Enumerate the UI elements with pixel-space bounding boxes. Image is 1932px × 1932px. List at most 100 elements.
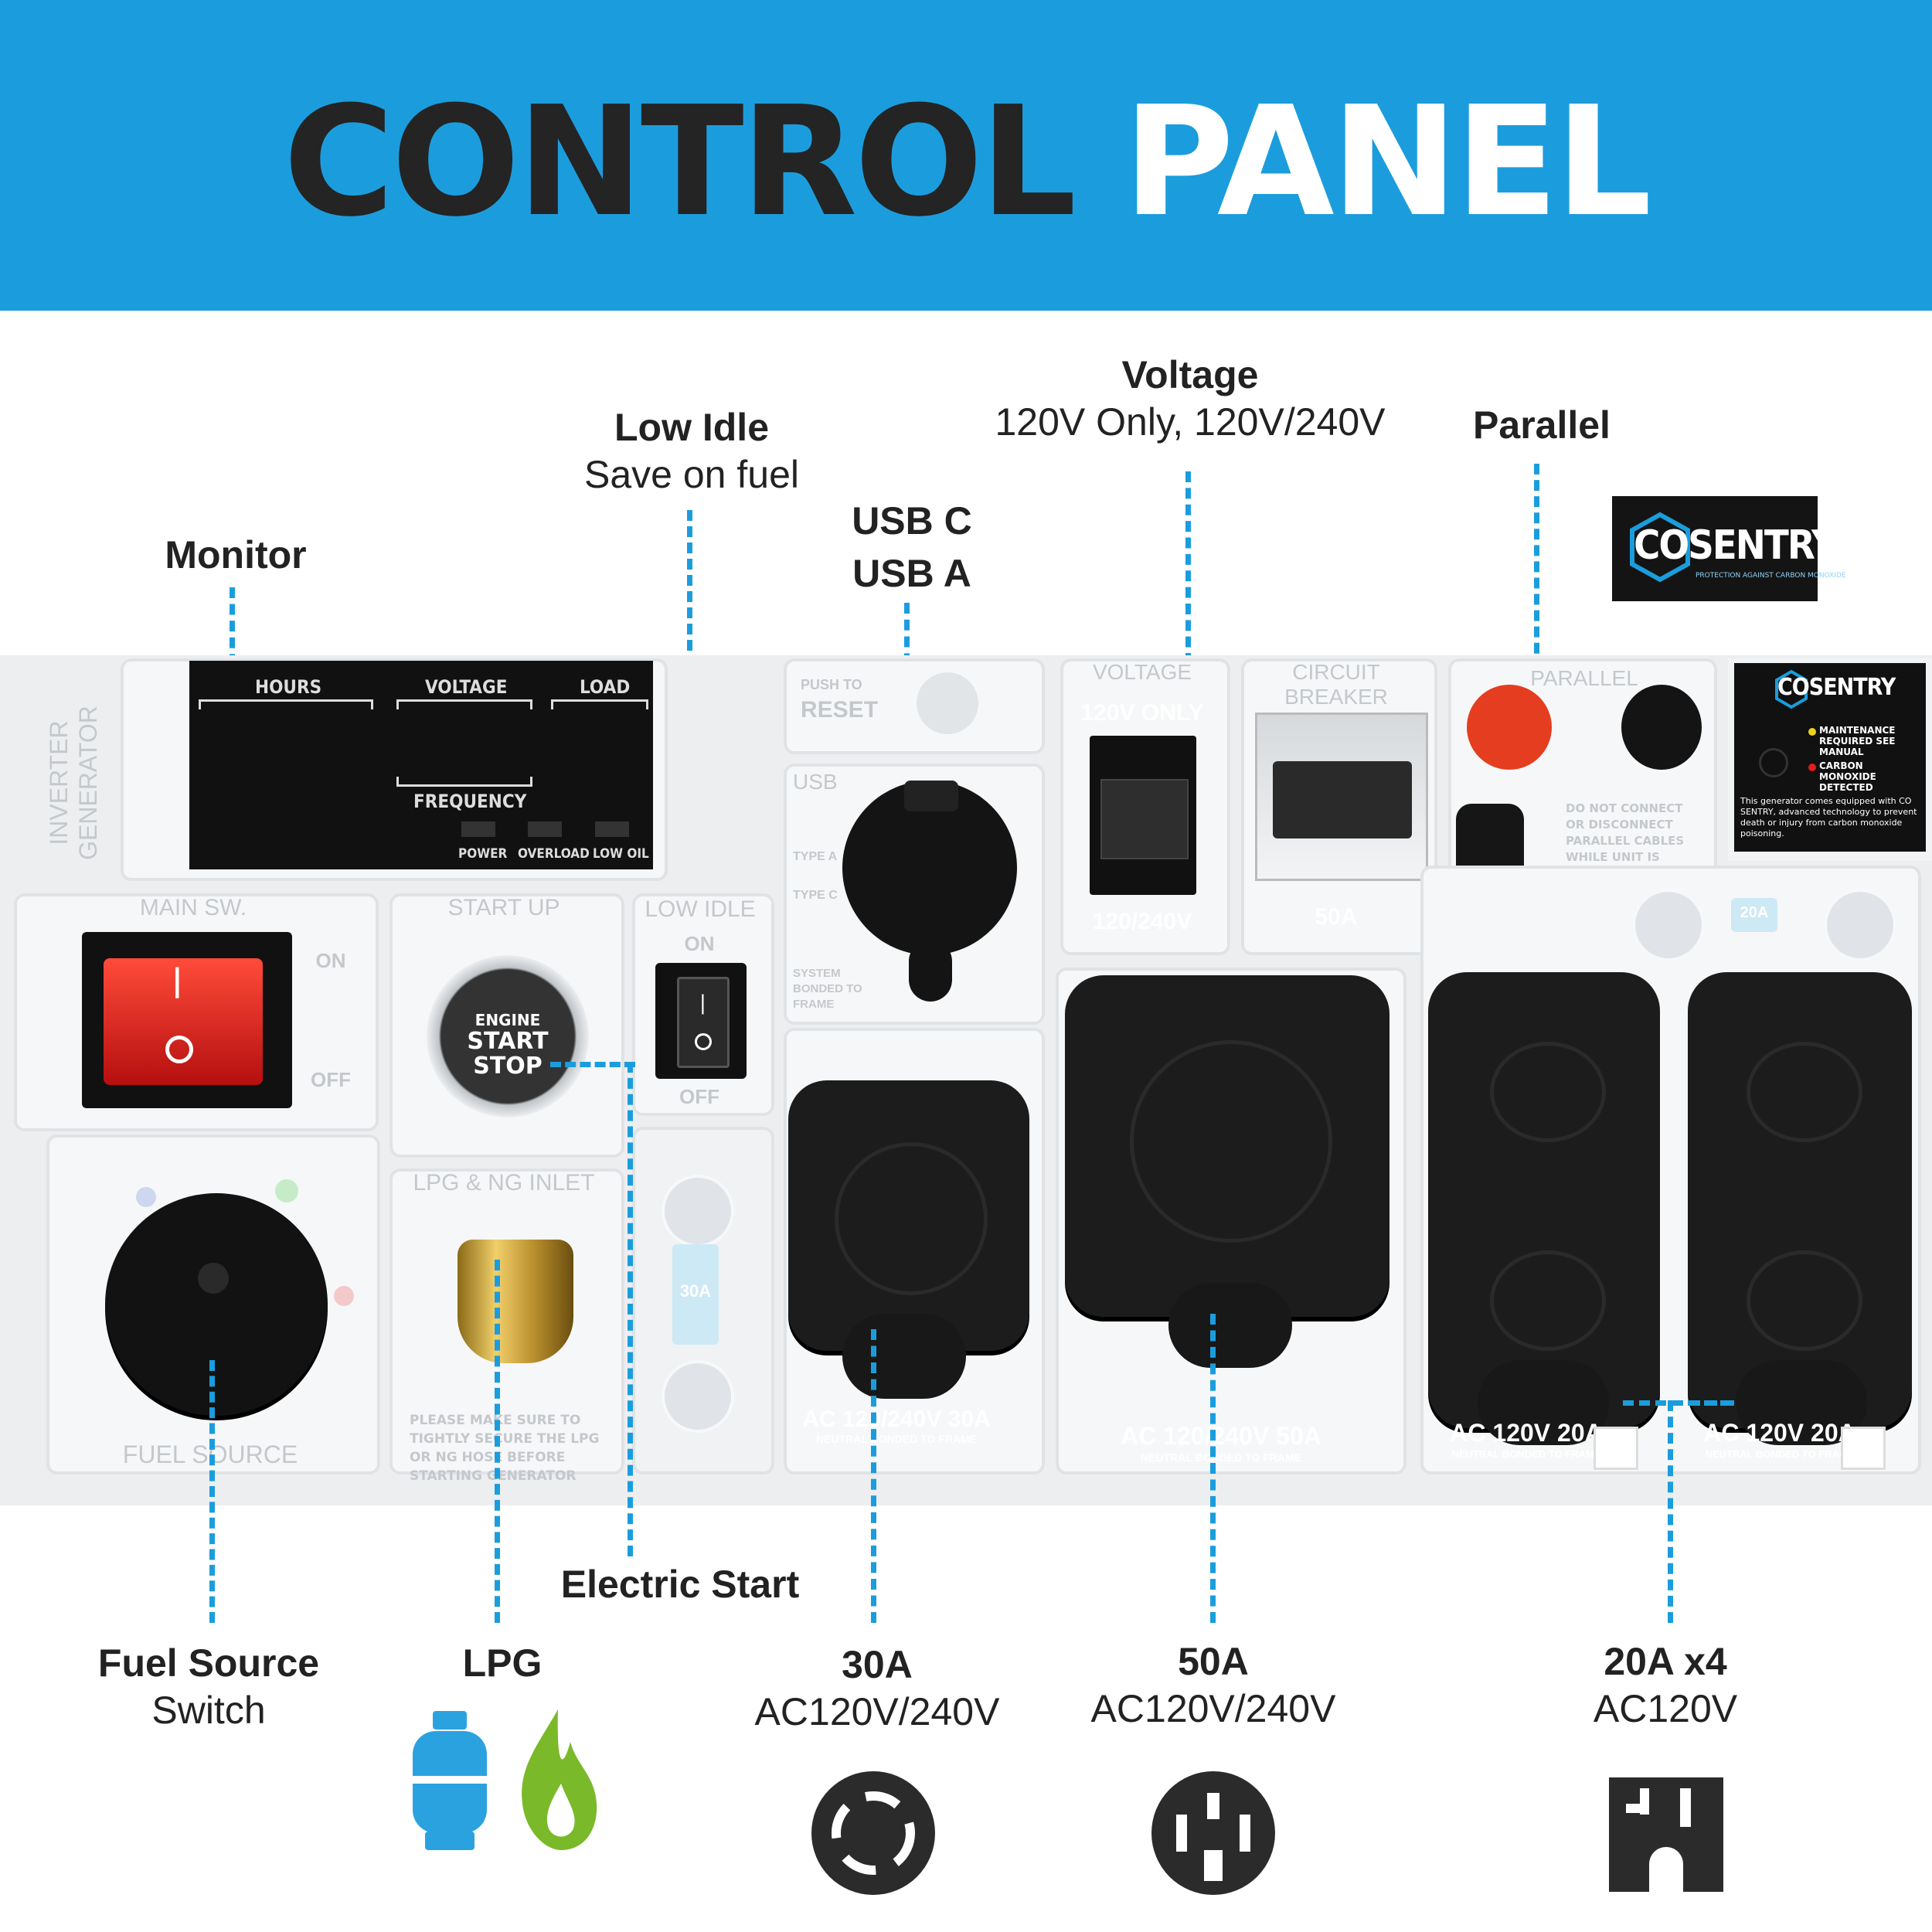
main-sw-on: ON (315, 949, 346, 972)
outlet-20a-cover-right[interactable] (1688, 972, 1912, 1428)
breaker-20a-button[interactable] (1632, 889, 1705, 961)
callout-50a-heading: 50A (1178, 1640, 1249, 1683)
breaker-30a-button[interactable] (662, 1175, 734, 1247)
co-detected-led (1808, 764, 1816, 771)
logo-sentry: SENTRY (1688, 522, 1838, 569)
monitor-frequency-label: FREQUENCY (413, 791, 527, 812)
parallel-panel-label: PARALLEL (1530, 666, 1638, 690)
start-up-label: START UP (447, 895, 560, 920)
leader-parallel (1534, 464, 1539, 719)
circuit-breaker-amps: 50A (1315, 904, 1358, 930)
outlet-20a-cover-left[interactable] (1428, 972, 1660, 1428)
title-light-word: PANEL (1123, 74, 1651, 250)
outlet-20a-tab-left[interactable] (1478, 1360, 1609, 1445)
main-switch-rocker[interactable]: | (104, 958, 263, 1085)
outlet-30a-cover[interactable] (788, 1080, 1029, 1351)
callout-usb: USB C USB A (819, 495, 1005, 600)
low-oil-led (595, 821, 629, 837)
main-sw-label: MAIN SW. (139, 895, 247, 920)
callout-electric-start: Electric Start (541, 1561, 819, 1607)
engine-label: ENGINE (474, 1011, 541, 1029)
leader-20a-h-right (1672, 1400, 1734, 1406)
main-switch[interactable]: | (82, 932, 292, 1108)
callout-low-idle-sub: Save on fuel (584, 453, 799, 496)
usb-type-c: TYPE C (793, 889, 838, 902)
usb-port-cover[interactable] (842, 781, 1017, 1002)
reset-button[interactable] (917, 672, 978, 734)
low-idle-off: OFF (679, 1085, 719, 1108)
monitor-display: HOURS VOLTAGE LOAD FREQUENCY POWER OVERL… (189, 661, 653, 869)
callout-fuel-source: Fuel Source Switch (77, 1640, 340, 1734)
badge-co: CO (1777, 674, 1810, 701)
callout-monitor-heading: Monitor (165, 533, 307, 577)
badge-maintenance: MAINTENANCE REQUIRED SEE MANUAL (1819, 725, 1896, 757)
voltage-opt1: 120V ONLY (1080, 700, 1204, 726)
outlet-50a-sub: NEUTRAL BONDED TO FRAME (1141, 1451, 1301, 1464)
nema-l14-30-icon (810, 1770, 937, 1896)
leader-electric-start-h (550, 1062, 635, 1067)
logo-tagline: PROTECTION AGAINST CARBON MONOXIDE (1696, 572, 1846, 580)
outlet-20a-left-plug-icon (1594, 1427, 1638, 1470)
leader-voltage (1185, 471, 1191, 796)
outlet-20a-right-sub: NEUTRAL BONDED TO FRAME (1705, 1448, 1855, 1460)
callout-30a: 30A AC120V/240V (742, 1641, 1012, 1736)
outlet-20a-right-plug-icon (1841, 1427, 1886, 1470)
callout-low-idle: Low Idle Save on fuel (541, 404, 842, 498)
power-led (461, 821, 495, 837)
low-idle-on: ON (684, 932, 715, 955)
reset-label: RESET (801, 697, 879, 723)
callout-usb-line2: USB A (852, 552, 971, 595)
monitor-overload-label: OVERLOAD (518, 846, 590, 862)
outlet-20a-left-label: AC 120V 20A (1450, 1419, 1603, 1447)
leader-30a (871, 1329, 876, 1623)
engine-start-stop-button[interactable]: ENGINE START STOP (427, 955, 589, 1117)
reset-push-to: PUSH TO (801, 677, 862, 692)
badge-detected: CARBON MONOXIDE DETECTED (1819, 760, 1876, 793)
outlet-50a-cover[interactable] (1065, 975, 1389, 1317)
callout-lpg: LPG (433, 1640, 572, 1686)
badge-sentry: SENTRY (1808, 674, 1896, 701)
callout-20a-sub: AC120V (1593, 1687, 1738, 1730)
circuit-breaker[interactable] (1255, 713, 1428, 881)
callout-electric-start-heading: Electric Start (560, 1563, 800, 1606)
circuit-breaker-label: CIRCUIT BREAKER (1284, 660, 1388, 709)
callout-lpg-heading: LPG (462, 1641, 543, 1685)
badge-note: This generator comes equipped with CO SE… (1740, 796, 1917, 838)
callout-fuel-source-heading: Fuel Source (97, 1641, 320, 1685)
breaker-20a-reset[interactable] (1824, 889, 1896, 961)
callout-20a-heading: 20A x4 (1604, 1640, 1727, 1683)
lpg-inlet-fitting[interactable] (457, 1240, 573, 1363)
leader-monitor (230, 587, 235, 715)
outlet-30a-tab[interactable] (842, 1314, 966, 1399)
breaker-20a-tag: 20A (1731, 898, 1777, 932)
main-sw-off: OFF (311, 1068, 351, 1091)
voltage-selector-switch[interactable] (1090, 736, 1196, 895)
co-sensor (1759, 748, 1788, 777)
leader-electric-start (628, 1062, 633, 1556)
nema-5-20-icon (1609, 1777, 1723, 1892)
monitor-low-oil-label: LOW OIL (593, 846, 649, 862)
reset-box (784, 658, 1045, 754)
lpg-inlet-note: PLEASE MAKE SURE TO TIGHTLY SECURE THE L… (410, 1413, 600, 1484)
title-dark-word: CONTROL (283, 74, 1077, 250)
usb-type-a: TYPE A (793, 850, 838, 863)
parallel-terminal-black[interactable] (1621, 685, 1702, 770)
callout-monitor: Monitor (124, 532, 348, 578)
fuel-indicator-off (334, 1286, 354, 1306)
leader-20a (1668, 1400, 1673, 1623)
callout-low-idle-heading: Low Idle (614, 406, 769, 449)
main-off-symbol (165, 1036, 193, 1063)
fuel-source-knob[interactable] (105, 1193, 328, 1416)
nema-14-50-icon (1150, 1770, 1277, 1896)
main-on-symbol: | (172, 963, 183, 998)
outlet-50a-tab[interactable] (1168, 1283, 1292, 1368)
monitor-load-label: LOAD (580, 676, 631, 698)
breaker-30a-reset[interactable] (662, 1360, 734, 1433)
parallel-terminal-red[interactable] (1467, 685, 1552, 770)
leader-50a (1210, 1314, 1216, 1623)
voltage-box (1060, 658, 1230, 955)
outlet-20a-right-label: AC 120V 20A (1703, 1419, 1856, 1447)
natural-gas-flame-icon (515, 1706, 601, 1853)
title-banner (0, 0, 1932, 311)
low-idle-switch[interactable]: | (655, 963, 747, 1079)
